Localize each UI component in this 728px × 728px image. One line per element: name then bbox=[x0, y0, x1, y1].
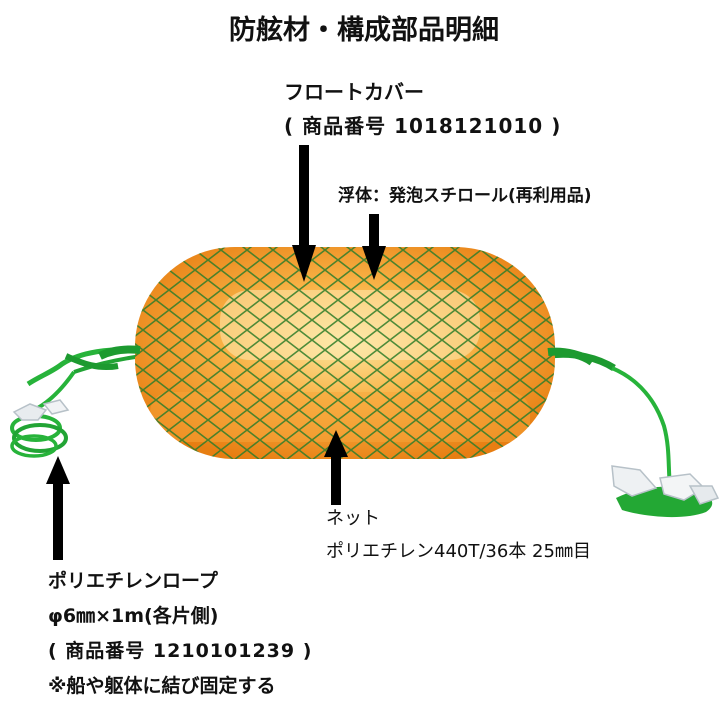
rope-usage-note: ※船や躯体に結び固定する bbox=[48, 675, 276, 697]
float-body bbox=[98, 247, 595, 459]
page-title: 防舷材・構成部品明細 bbox=[229, 15, 499, 46]
right-rope bbox=[549, 350, 720, 518]
rope-spec-label: φ6㎜×1m(各片側) bbox=[48, 605, 219, 627]
arrow-rope bbox=[46, 456, 70, 560]
left-rope bbox=[10, 347, 143, 458]
float-material-label: 浮体：発泡スチロール(再利用品) bbox=[338, 186, 592, 206]
rope-product-code: ( 商品番号 1210101239 ) bbox=[48, 640, 313, 662]
cover-name-label: フロートカバー bbox=[284, 80, 424, 104]
arrow-cover bbox=[292, 145, 316, 282]
net-spec-label: ポリエチレン440T/36本 25㎜目 bbox=[326, 541, 591, 562]
arrow-net bbox=[324, 430, 348, 505]
rope-name-label: ポリエチレンロープ bbox=[48, 570, 218, 592]
cover-product-code: ( 商品番号 1018121010 ) bbox=[284, 114, 562, 138]
net-name-label: ネット bbox=[326, 508, 380, 529]
arrow-float bbox=[362, 214, 386, 280]
